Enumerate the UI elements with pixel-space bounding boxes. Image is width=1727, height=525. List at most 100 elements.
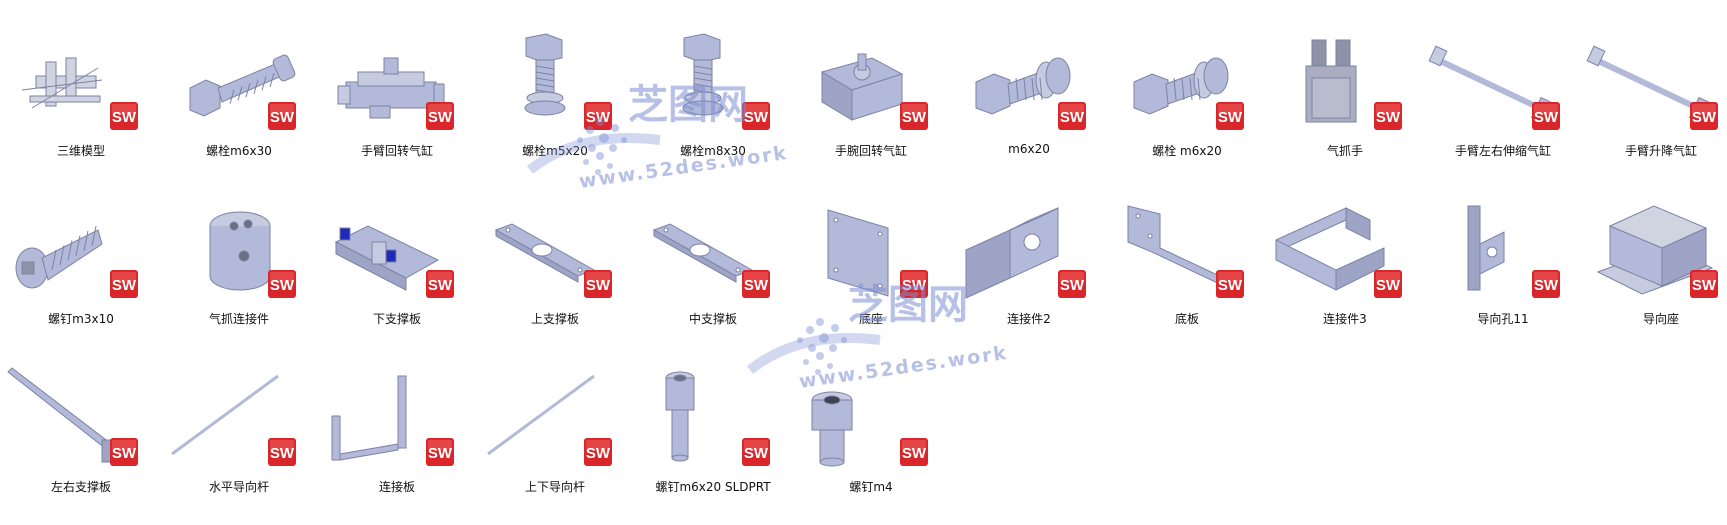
file-item[interactable]: SW 螺钉m4	[792, 354, 950, 504]
solidworks-icon: SW	[900, 438, 928, 466]
file-item[interactable]: SW 螺钉m3x10	[2, 186, 160, 336]
solidworks-icon: SW	[1374, 102, 1402, 130]
file-label: m6x20	[1008, 142, 1050, 156]
svg-text:SW: SW	[1692, 277, 1717, 294]
part-thumbnail	[160, 354, 318, 472]
svg-text:SW: SW	[1218, 277, 1243, 294]
svg-text:SW: SW	[1534, 109, 1559, 126]
solidworks-icon: SW	[584, 270, 612, 298]
file-label: 手臂左右伸缩气缸	[1454, 144, 1551, 158]
svg-text:SW: SW	[428, 277, 453, 294]
part-thumbnail	[792, 354, 950, 472]
file-item[interactable]: SW 上支撑板	[476, 186, 634, 336]
file-label: 底座	[858, 312, 883, 326]
solidworks-icon: SW	[1058, 102, 1086, 130]
svg-text:SW: SW	[1218, 109, 1243, 126]
file-label: 上支撑板	[530, 312, 579, 326]
file-label: 上下导向杆	[524, 480, 585, 494]
file-item[interactable]: SW 左右支撑板	[2, 354, 160, 504]
solidworks-icon: SW	[1532, 270, 1560, 298]
file-label: 气抓连接件	[208, 312, 269, 326]
file-label: 螺钉m3x10	[48, 312, 114, 326]
svg-text:SW: SW	[112, 277, 137, 294]
solidworks-icon: SW	[110, 438, 138, 466]
solidworks-icon: SW	[1690, 270, 1718, 298]
file-label: 螺栓 m6x20	[1152, 144, 1222, 158]
file-label: 连接件3	[1323, 312, 1367, 326]
file-label: 螺栓m8x30	[680, 144, 746, 158]
file-label: 连接件2	[1007, 312, 1051, 326]
svg-text:SW: SW	[1692, 109, 1717, 126]
part-thumbnail	[318, 186, 476, 304]
part-thumbnail	[2, 186, 160, 304]
solidworks-icon: SW	[1690, 102, 1718, 130]
file-label: 螺钉m6x20 SLDPRT	[655, 480, 771, 494]
svg-text:SW: SW	[902, 445, 927, 462]
file-label: 三维模型	[56, 144, 105, 158]
file-item[interactable]: SW 连接板	[318, 354, 476, 504]
svg-text:SW: SW	[270, 277, 295, 294]
solidworks-icon: SW	[900, 102, 928, 130]
file-item[interactable]: SW 导向孔11	[1424, 186, 1582, 336]
file-label: 手臂回转气缸	[360, 144, 433, 158]
svg-text:SW: SW	[1534, 277, 1559, 294]
part-thumbnail	[476, 354, 634, 472]
svg-text:SW: SW	[1376, 277, 1401, 294]
svg-text:SW: SW	[1060, 277, 1085, 294]
part-thumbnail	[160, 186, 318, 304]
file-item[interactable]: SW 导向座	[1582, 186, 1727, 336]
file-item[interactable]: SW 连接件3	[1266, 186, 1424, 336]
file-item[interactable]: SW 螺栓m5x20	[476, 18, 634, 168]
solidworks-icon: SW	[900, 270, 928, 298]
file-item[interactable]: SW 下支撑板	[318, 186, 476, 336]
svg-text:SW: SW	[586, 277, 611, 294]
file-item[interactable]: SW 三维模型	[2, 18, 160, 168]
part-thumbnail	[160, 18, 318, 136]
part-thumbnail	[318, 18, 476, 136]
part-thumbnail	[1266, 18, 1424, 136]
file-item[interactable]: SW 螺栓 m6x20	[1108, 18, 1266, 168]
file-item[interactable]: SW 气抓连接件	[160, 186, 318, 336]
solidworks-icon: SW	[110, 270, 138, 298]
part-thumbnail	[1424, 186, 1582, 304]
file-item[interactable]: SW 手臂升降气缸	[1582, 18, 1727, 168]
solidworks-icon: SW	[268, 270, 296, 298]
svg-text:SW: SW	[902, 109, 927, 126]
file-item[interactable]: SW 螺钉m6x20 SLDPRT	[634, 354, 792, 504]
file-item[interactable]: SW 底座	[792, 186, 950, 336]
file-item[interactable]: SW m6x20	[950, 18, 1108, 168]
solidworks-icon: SW	[110, 102, 138, 130]
file-item[interactable]: SW 底板	[1108, 186, 1266, 336]
svg-text:SW: SW	[586, 445, 611, 462]
file-item[interactable]: SW 上下导向杆	[476, 354, 634, 504]
file-item[interactable]: SW 水平导向杆	[160, 354, 318, 504]
file-item[interactable]: SW 螺栓m6x30	[160, 18, 318, 168]
svg-text:SW: SW	[1376, 109, 1401, 126]
solidworks-icon: SW	[742, 438, 770, 466]
file-item[interactable]: SW 中支撑板	[634, 186, 792, 336]
file-label: 螺栓m5x20	[522, 144, 588, 158]
part-thumbnail	[318, 354, 476, 472]
svg-text:SW: SW	[270, 109, 295, 126]
svg-text:SW: SW	[270, 445, 295, 462]
solidworks-icon: SW	[1058, 270, 1086, 298]
file-item[interactable]: SW 手腕回转气缸	[792, 18, 950, 168]
file-item[interactable]: SW 连接件2	[950, 186, 1108, 336]
file-label: 左右支撑板	[50, 480, 111, 494]
file-label: 手腕回转气缸	[834, 144, 907, 158]
part-thumbnail	[950, 186, 1108, 304]
file-item[interactable]: SW 手臂左右伸缩气缸	[1424, 18, 1582, 168]
solidworks-icon: SW	[1216, 270, 1244, 298]
solidworks-icon: SW	[426, 438, 454, 466]
svg-text:SW: SW	[112, 445, 137, 462]
solidworks-icon: SW	[742, 102, 770, 130]
file-item[interactable]: SW 螺栓m8x30	[634, 18, 792, 168]
svg-text:SW: SW	[744, 445, 769, 462]
part-thumbnail	[792, 18, 950, 136]
file-item[interactable]: SW 气抓手	[1266, 18, 1424, 168]
file-item[interactable]: SW 手臂回转气缸	[318, 18, 476, 168]
svg-text:SW: SW	[428, 445, 453, 462]
file-label: 底板	[1174, 312, 1199, 326]
solidworks-icon: SW	[268, 438, 296, 466]
solidworks-icon: SW	[1374, 270, 1402, 298]
